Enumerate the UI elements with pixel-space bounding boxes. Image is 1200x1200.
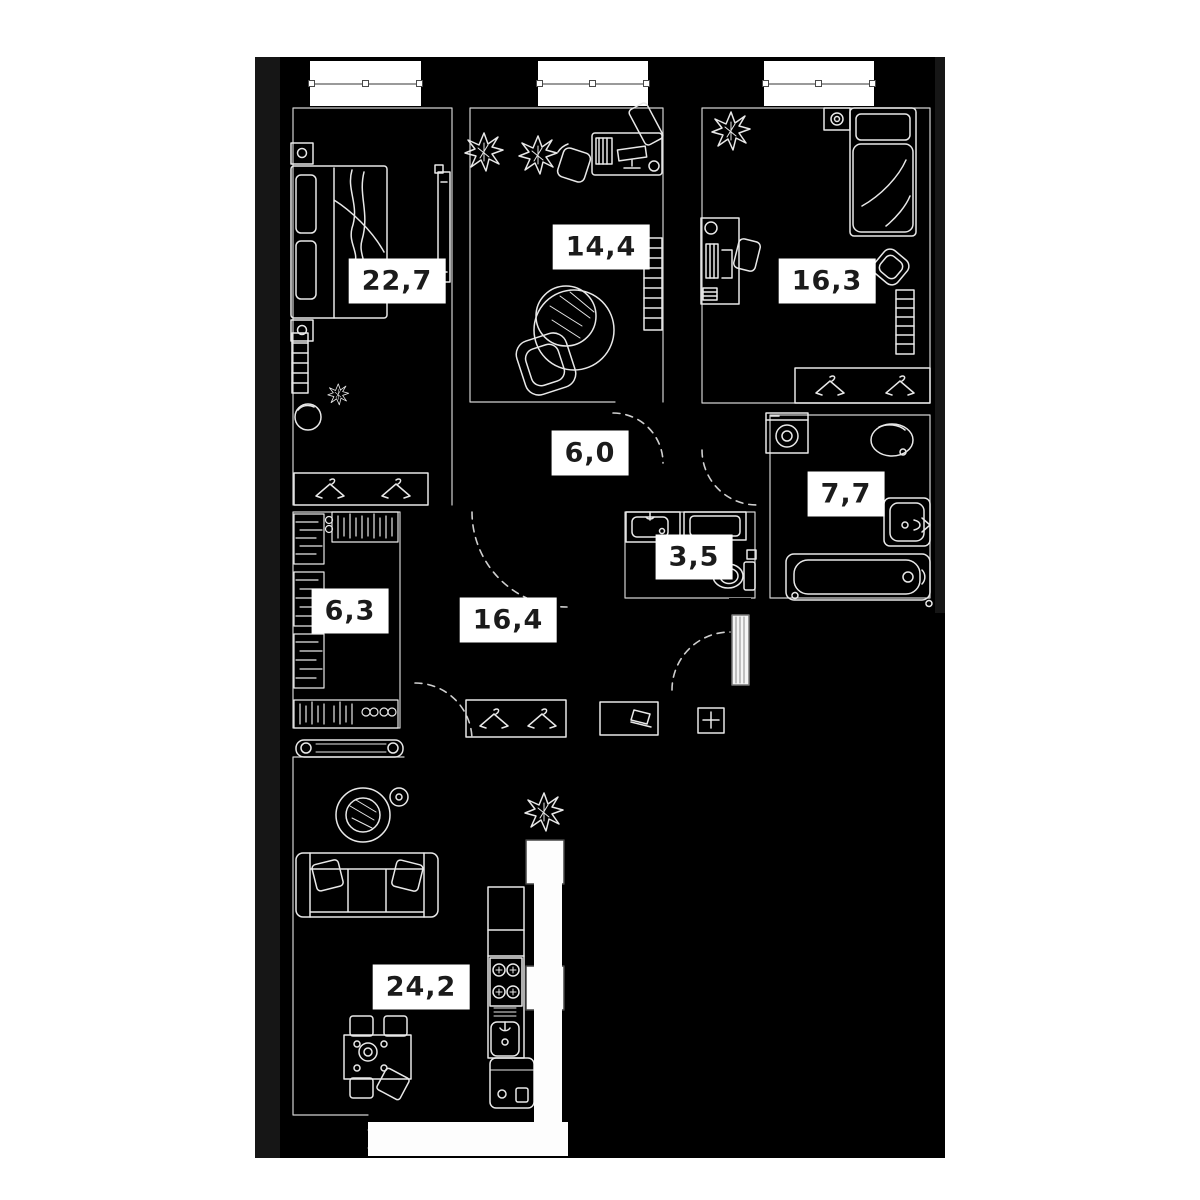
room-outline-study [469,107,664,403]
pouf [872,248,910,286]
room-label-corridor: 6,0 [551,430,629,476]
dining-table [343,1015,412,1101]
bookshelf [643,237,663,331]
room-label-closet: 6,3 [311,588,389,634]
room-outline-bedroom-1 [292,107,453,506]
door-arc-closet [414,682,473,741]
closet-shoe-shelf-bottom [293,699,399,729]
round-lounge-chair [515,285,615,396]
door-arc-entrance [671,631,731,691]
double-bed [290,142,388,342]
desk-chair [556,143,592,183]
room-label-study: 14,4 [552,224,650,270]
plant-icon [464,132,504,172]
building-mass-lower [280,613,945,1158]
door-arc-hall [471,511,568,608]
sofa [295,852,439,918]
door-arc-bathroom [701,449,758,506]
hall-wardrobe-hangers [465,699,567,738]
hall-console [327,383,659,736]
single-bed [849,107,917,237]
pouf [294,403,322,431]
wall-box [746,549,757,560]
plant-icon [524,792,564,832]
room-label-living-kitchen: 24,2 [372,964,470,1010]
room-outline-bedroom-2 [701,107,931,404]
plant-icon [518,135,558,175]
wardrobe-hangers [293,472,429,506]
plant-icon [711,111,751,151]
window-study [536,61,650,106]
entrance-door [729,598,751,703]
radiator [291,332,309,394]
room-label-hallway: 16,4 [459,597,557,643]
desk-with-monitor [591,102,664,176]
radiator [895,289,915,355]
room-outline-bathroom [769,414,931,599]
armchair [335,787,409,843]
fridge [489,1057,535,1109]
electric-panel [697,707,725,734]
room-label-wc: 3,5 [655,534,733,580]
room-label-bathroom: 7,7 [807,471,885,517]
window-bedroom-1 [308,61,423,106]
sink-counter [625,511,681,543]
closet-hanger-rod-top [324,511,399,543]
kitchen-sink [490,1007,520,1057]
desk [700,217,761,305]
washing-machine [765,412,809,454]
wash-basin [870,423,914,457]
bathtub [785,553,933,608]
vanity-sink [883,497,931,547]
wardrobe-hangers [794,367,931,404]
hob [489,957,523,1007]
room-label-bedroom-1: 22,7 [348,258,446,304]
room-label-bedroom-2: 16,3 [778,258,876,304]
sideboard [295,739,404,758]
nightstand-lamp [823,107,851,131]
door-arc-study [612,412,664,464]
room-outline-living [292,756,405,1116]
balcony-glazing-side [534,845,562,1156]
window-bedroom-2 [762,61,876,106]
